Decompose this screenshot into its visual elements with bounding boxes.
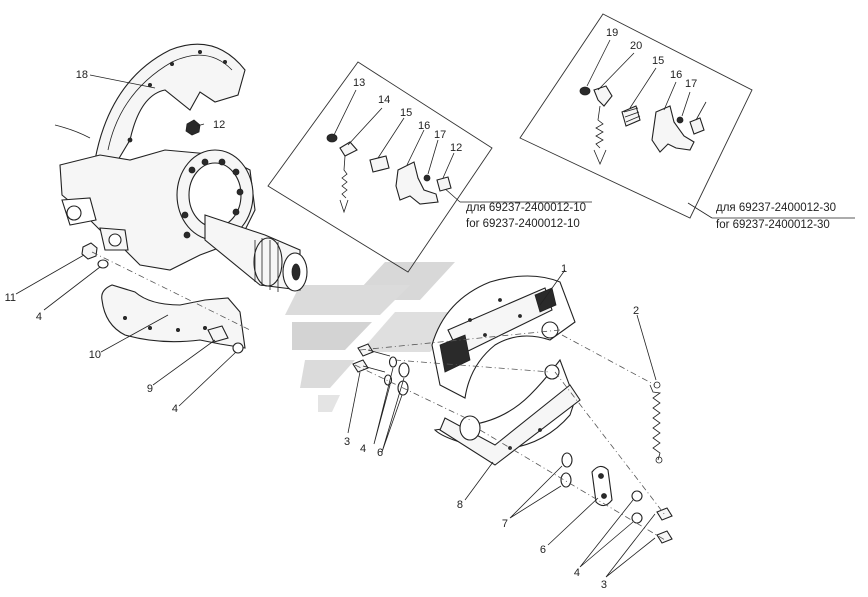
callout-4-mid: 4: [172, 403, 178, 415]
inset-right-caption-ru: для 69237-2400012-30: [716, 202, 836, 214]
nut-part-10: [81, 242, 98, 260]
callout-inset2-15: 16: [670, 69, 682, 81]
callout-inset1-12: 13: [353, 77, 365, 89]
callout-3-left: 3: [344, 436, 350, 448]
callout-inset2-16: 17: [685, 78, 697, 90]
callout-2: 2: [633, 305, 639, 317]
bolts-part-3-left: [352, 343, 391, 373]
callout-inset2-19: 20: [630, 40, 642, 52]
callout-inset1-14: 15: [400, 107, 412, 119]
leader-lines: [15, 39, 707, 578]
washer-part-4-left: [97, 259, 109, 269]
callout-7: 8: [457, 499, 463, 511]
watermark-stripe-3: [292, 322, 372, 350]
washer-part-4-c: [631, 490, 643, 502]
nut-part-18: [185, 119, 201, 136]
callout-1: 1: [561, 263, 567, 275]
callout-labels: 18 12 1 2 3 4 6 11 4 10 9 4 8 7 6 4 3 13…: [5, 27, 698, 591]
callout-10: 11: [5, 292, 16, 304]
washer-part-6-c: [561, 452, 573, 468]
brake-shoe-lower: [433, 358, 581, 466]
callout-5: 6: [540, 544, 546, 556]
dust-shield-upper: [94, 43, 246, 171]
inset-variant-10: [267, 61, 592, 273]
inset-variant-30: [519, 13, 855, 219]
bolt-part-8: [207, 325, 229, 343]
watermark-stripe-5: [318, 395, 340, 412]
callout-inset1-15: 16: [418, 120, 430, 132]
callout-inset1-16: 17: [434, 129, 446, 141]
callout-6-center: 6: [377, 447, 383, 459]
callout-18: 12: [213, 119, 225, 131]
callout-9: 10: [89, 349, 101, 361]
callout-4-lower: 4: [574, 567, 580, 579]
washer-part-4-b: [383, 374, 393, 386]
washer-part-4-mid: [232, 342, 244, 354]
watermark-stripe-2: [285, 285, 410, 315]
inset-left-caption-en: for 69237-2400012-10: [466, 218, 580, 230]
watermark-logo: [285, 262, 470, 412]
return-spring: [649, 381, 663, 464]
link-plate-part-5: [591, 465, 613, 507]
washer-part-6-d: [560, 472, 572, 488]
callout-inset1-13: 14: [378, 94, 390, 106]
brake-shoe-upper: [431, 275, 576, 399]
callout-11: 18: [76, 69, 88, 81]
wheel-spindle: [204, 214, 308, 292]
inset-left-caption-ru: для 69237-2400012-10: [466, 202, 586, 214]
callout-4-left: 4: [36, 311, 42, 323]
callout-6-lower: 7: [502, 518, 508, 530]
washer-part-6-a: [398, 362, 410, 378]
inset-captions: для 69237-2400012-10 for 69237-2400012-1…: [466, 202, 836, 231]
bolts-part-3-right: [656, 507, 673, 544]
callout-inset2-20: 15: [652, 55, 664, 67]
inset-right-caption-en: for 69237-2400012-30: [716, 219, 830, 231]
washer-part-4-a: [388, 356, 398, 368]
callout-4-center-a: 4: [360, 443, 366, 455]
callout-3-lower: 3: [601, 579, 607, 591]
callout-inset1-17: 12: [450, 142, 462, 154]
assembly-axis-lines: [91, 251, 666, 541]
callout-8: 9: [147, 383, 153, 395]
watermark-stripe-4: [300, 360, 355, 388]
callout-inset2-12: 19: [606, 27, 618, 39]
